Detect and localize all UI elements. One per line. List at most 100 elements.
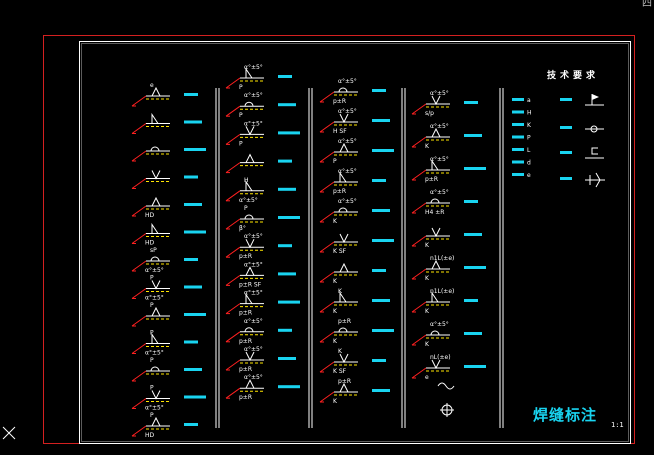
weld-note-text [464, 299, 478, 302]
weld-note-text [372, 89, 386, 92]
weld-symbol[interactable]: α°±5°p±R [225, 290, 300, 317]
weld-symbol[interactable]: α°±5°s/p [411, 90, 478, 117]
weld-symbol[interactable]: KK SF [319, 348, 386, 375]
weld-top-label: α°±5° [338, 108, 357, 115]
weld-note-text [184, 340, 198, 344]
weld-symbol[interactable]: p±RK [319, 318, 394, 345]
weld-symbol[interactable]: P HD [131, 412, 198, 439]
weld-symbol[interactable]: KK [319, 288, 390, 315]
weld-top-label: P [150, 302, 154, 309]
weld-symbol[interactable]: Hα°±5° [225, 177, 296, 204]
weld-symbol[interactable]: n1L(±e)K [411, 288, 478, 315]
weld-symbol[interactable] [131, 170, 198, 189]
weld-symbol-grid: eHDHDsPα°±5°Pα°±5°PPα°±5°PPα°±5°PHDα°±5°… [131, 64, 486, 439]
legend-code-row: e [512, 172, 531, 179]
weld-symbol[interactable]: P [131, 357, 202, 382]
weld-symbol[interactable]: α°±5°P [225, 64, 292, 91]
weld-top-label: α°±5° [430, 321, 449, 328]
weld-symbol[interactable]: α°±5°p±R SF [225, 261, 296, 288]
weld-symbol[interactable] [225, 153, 292, 174]
weld-bottom-label: K [333, 338, 338, 345]
weld-note-text [372, 299, 390, 302]
weld-top-label: α°±5° [338, 198, 357, 205]
weld-note-text [278, 357, 296, 360]
weld-bottom-label: e [425, 374, 429, 381]
weld-note-text [278, 187, 296, 191]
weld-bottom-label: p±R [333, 98, 346, 105]
weld-bottom-label: K SF [333, 368, 347, 375]
weld-top-label: α°±5° [244, 346, 263, 353]
weld-symbol[interactable]: α°±5°H SF [319, 108, 390, 135]
weld-note-text [184, 148, 206, 151]
weld-symbol[interactable]: Pα°±5° [131, 385, 206, 412]
weld-symbol[interactable]: HD [131, 196, 202, 219]
weld-symbol[interactable]: α°±5°H4 ±R [411, 189, 478, 216]
weld-bottom-label: K [333, 278, 338, 285]
weld-symbol[interactable]: α°±5°K [411, 123, 482, 150]
weld-top-label: P [150, 357, 154, 364]
weld-symbol[interactable]: sPα°±5° [131, 247, 198, 274]
weld-symbol[interactable]: α°±5°p±R [225, 374, 300, 401]
weld-note-text [184, 258, 198, 261]
weld-note-text [464, 134, 482, 137]
weld-symbol[interactable]: α°±5°P [225, 120, 300, 147]
svg-text:e: e [527, 172, 531, 179]
legend-code-row: L [512, 147, 531, 154]
weld-symbol[interactable]: α°±5° p±R [319, 78, 386, 105]
weld-symbol[interactable]: K [411, 227, 482, 249]
weld-note-text [184, 285, 202, 289]
weld-note-text [372, 179, 386, 182]
weld-note-text [464, 266, 486, 269]
weld-symbol[interactable]: Pα°±5° [131, 275, 202, 302]
weld-bottom-label: K [333, 398, 338, 405]
weld-bottom-label: p±R [239, 338, 252, 345]
weld-top-label: p±R [338, 378, 351, 385]
weld-bottom-label: HD [145, 432, 155, 439]
weld-column-col2: α°±5°Pα°±5°Pα°±5°PHα°±5°Pβ°α°±5°p±Rα°±5°… [225, 64, 300, 401]
weld-top-label: α°±5° [338, 78, 357, 85]
weld-symbol[interactable]: Pβ° [225, 205, 300, 232]
weld-symbol[interactable]: n1L(±e)K [411, 255, 486, 282]
weld-bottom-label: p±R [239, 366, 252, 373]
weld-symbol[interactable]: α°±5°p±R [225, 233, 292, 260]
weld-symbol[interactable]: α°±5°p±R [225, 318, 292, 345]
weld-symbol[interactable]: K SF [319, 233, 394, 255]
weld-top-label: P [150, 275, 154, 282]
weld-note-text [278, 244, 292, 248]
inner-white-frame-2 [81, 43, 629, 442]
weld-bottom-label: K [425, 308, 430, 315]
weld-symbol[interactable]: α°±5°K [319, 198, 390, 225]
weld-symbol[interactable]: α°±5°p±R [411, 156, 486, 183]
weld-top-label: sP [150, 247, 157, 254]
weld-top-label: P [150, 412, 154, 419]
weld-note-text [372, 209, 390, 212]
weld-symbol[interactable]: K [319, 262, 386, 285]
weld-symbol[interactable]: P [131, 302, 206, 327]
weld-note-text [184, 395, 206, 399]
weld-symbol[interactable]: p±R K [319, 378, 390, 405]
close-x-icon[interactable] [2, 426, 16, 440]
weld-symbol[interactable]: HD [131, 222, 206, 247]
weld-symbol[interactable]: α°±5°P [225, 92, 296, 119]
weld-note-text [278, 385, 300, 389]
weld-note-text [278, 159, 292, 163]
weld-symbol[interactable] [131, 112, 202, 134]
weld-symbol[interactable]: Pα°±5° [131, 330, 198, 357]
weld-bottom-label: α°±5° [145, 405, 164, 412]
weld-symbol[interactable]: e [131, 82, 198, 107]
weld-bottom-label: P [239, 140, 243, 147]
weld-top-label: α°±5° [430, 189, 449, 196]
weld-symbol[interactable]: nL(±e)e [411, 354, 486, 381]
weld-symbol[interactable]: α°±5°p±R [319, 168, 386, 195]
weld-symbol[interactable]: α°±5° p±R [225, 346, 296, 373]
weld-bottom-label: α°±5° [145, 350, 164, 357]
weld-symbol[interactable] [131, 146, 206, 162]
svg-text:L: L [527, 147, 531, 154]
weld-symbol[interactable]: α°±5°K [411, 321, 482, 348]
weld-top-label: α°±5° [244, 233, 263, 240]
weld-top-label: P [244, 205, 248, 212]
weld-symbol[interactable]: α°±5°P [319, 138, 394, 165]
weld-top-label: H [244, 177, 249, 184]
